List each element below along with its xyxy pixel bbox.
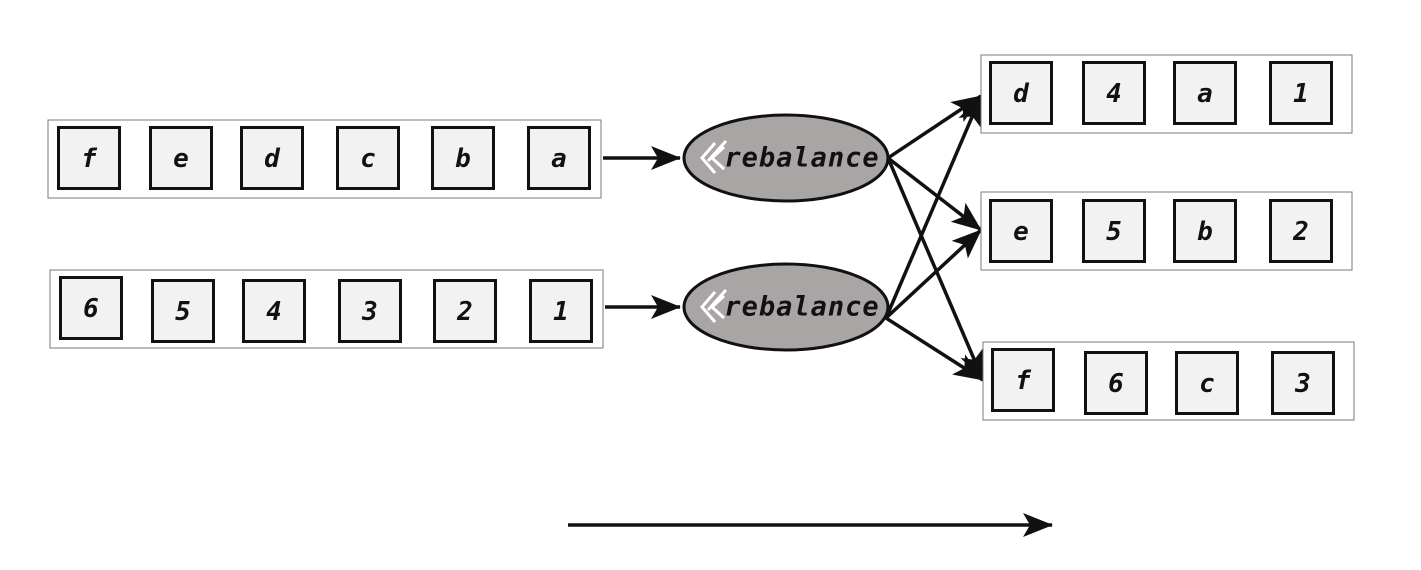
- record-box: [989, 199, 1053, 263]
- operator-2-to-output-3-arrow: [885, 316, 984, 382]
- operators-layer: rebalance rebalance: [682, 113, 890, 352]
- stream-record: 6: [59, 276, 123, 340]
- record-box: [529, 279, 593, 343]
- record-label: 5: [1106, 217, 1122, 247]
- record-label: c: [360, 144, 376, 174]
- record-label: d: [264, 144, 281, 174]
- record-box: [991, 348, 1055, 412]
- record-label: 1: [553, 297, 569, 327]
- record-label: f: [1015, 366, 1032, 396]
- record-label: 4: [1106, 79, 1122, 109]
- record-box: [149, 126, 213, 190]
- record-box: [431, 126, 495, 190]
- record-label: 2: [456, 297, 473, 327]
- record-box: [1271, 351, 1335, 415]
- rebalance-operator-2: rebalance: [682, 262, 890, 352]
- record-box: [59, 276, 123, 340]
- record-label: 4: [266, 297, 282, 327]
- streams-layer: f e d c b a 6 5 4 3 2 1 d 4 a 1 e 5 b 2 f 6 c 3: [47, 54, 1355, 421]
- stream-record: 2: [1269, 199, 1333, 263]
- record-label: a: [1197, 79, 1213, 109]
- rebalance-icon: [700, 139, 728, 174]
- record-label: b: [1197, 217, 1213, 247]
- record-box: [151, 279, 215, 343]
- output-stream-2: e 5 b 2: [980, 191, 1353, 271]
- stream-record: a: [527, 126, 591, 190]
- output-stream-3: f 6 c 3: [982, 341, 1355, 421]
- record-box: [1084, 351, 1148, 415]
- stream-record: a: [1173, 61, 1237, 125]
- input-stream-frame: [47, 119, 602, 199]
- record-label: 6: [1108, 369, 1124, 399]
- stream-record: 4: [1082, 61, 1146, 125]
- operator-label: rebalance: [724, 292, 879, 323]
- record-box: [1082, 61, 1146, 125]
- stream-record: 2: [433, 279, 497, 343]
- operator-label: rebalance: [724, 143, 879, 174]
- record-label: 6: [83, 294, 99, 324]
- record-box: [242, 279, 306, 343]
- stream-record: 1: [529, 279, 593, 343]
- record-label: a: [551, 144, 567, 174]
- stream-record: 1: [1269, 61, 1333, 125]
- stream-record: c: [1175, 351, 1239, 415]
- edges-layer: [603, 94, 985, 382]
- record-label: b: [455, 144, 471, 174]
- record-label: 3: [1294, 369, 1311, 399]
- operator-2-to-output-1-arrow: [884, 95, 983, 319]
- record-label: 5: [175, 297, 191, 327]
- rebalance-operator-1: rebalance: [682, 113, 890, 203]
- record-box: [240, 126, 304, 190]
- operator-ellipse: [682, 113, 890, 203]
- record-label: c: [1199, 369, 1215, 399]
- record-box: [336, 126, 400, 190]
- record-box: [433, 279, 497, 343]
- stream-record: 6: [1084, 351, 1148, 415]
- stream-record: 4: [242, 279, 306, 343]
- stream-record: 5: [151, 279, 215, 343]
- record-box: [1175, 351, 1239, 415]
- stream-record: e: [989, 199, 1053, 263]
- record-label: d: [1013, 79, 1030, 109]
- input-stream-2: 6 5 4 3 2 1: [49, 269, 604, 349]
- record-box: [1173, 199, 1237, 263]
- record-label: 1: [1293, 79, 1309, 109]
- stream-record: b: [431, 126, 495, 190]
- stream-record: 3: [1271, 351, 1335, 415]
- stream-record: d: [989, 61, 1053, 125]
- operator-ellipse: [682, 262, 890, 352]
- record-box: [1269, 61, 1333, 125]
- record-box: [1269, 199, 1333, 263]
- stream-record: e: [149, 126, 213, 190]
- operator-2-to-output-2-arrow: [884, 228, 983, 320]
- record-box: [57, 126, 121, 190]
- record-box: [1173, 61, 1237, 125]
- stream-record: f: [991, 348, 1055, 412]
- operator-1-to-output-2-arrow: [886, 156, 983, 232]
- operator-1-to-output-3-arrow: [886, 157, 985, 381]
- input-stream-frame: [49, 269, 604, 349]
- record-box: [989, 61, 1053, 125]
- record-label: e: [1013, 217, 1029, 247]
- record-label: 3: [361, 297, 378, 327]
- stream-record: c: [336, 126, 400, 190]
- output-stream-1: d 4 a 1: [980, 54, 1353, 134]
- stream-record: 5: [1082, 199, 1146, 263]
- stream-record: 3: [338, 279, 402, 343]
- stream-record: b: [1173, 199, 1237, 263]
- stream-record: d: [240, 126, 304, 190]
- stream-record: f: [57, 126, 121, 190]
- record-box: [338, 279, 402, 343]
- rebalance-icon: [700, 288, 728, 323]
- record-label: e: [173, 144, 189, 174]
- record-label: 2: [1292, 217, 1309, 247]
- record-label: f: [81, 144, 98, 174]
- record-box: [1082, 199, 1146, 263]
- record-box: [527, 126, 591, 190]
